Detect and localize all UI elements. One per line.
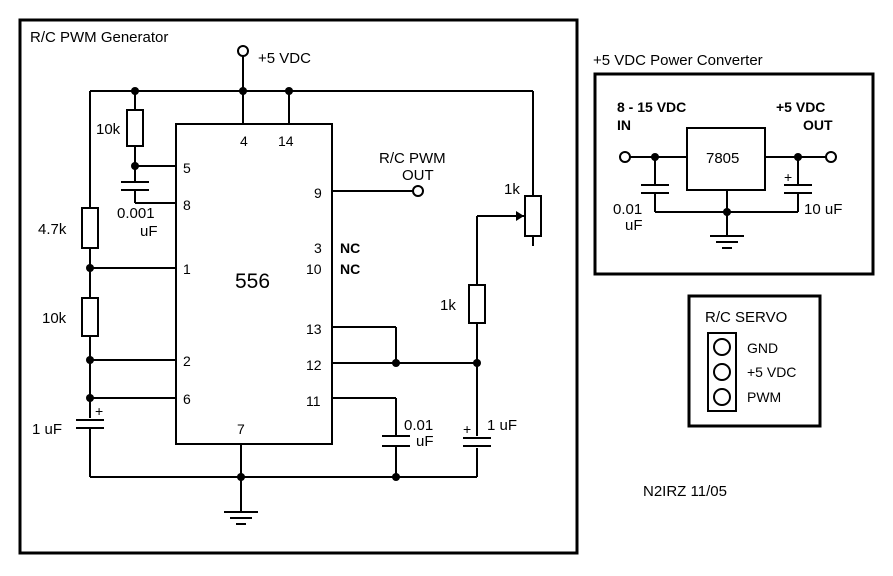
pin-8: 8 [183, 197, 191, 213]
capacitor-1uf-left-plus: + [95, 403, 103, 419]
potentiometer-1k [524, 195, 542, 237]
converter-out-label1: +5 VDC [776, 99, 825, 115]
resistor-10k-bottom [81, 297, 99, 337]
pin-7: 7 [237, 421, 245, 437]
capacitor-converter-out [784, 184, 812, 194]
output-label-line1: R/C PWM [379, 150, 446, 167]
servo-pin-gnd-label: GND [747, 340, 778, 356]
capacitor-0-001uf [121, 181, 149, 191]
nc-label-pin3: NC [340, 240, 360, 256]
converter-cap-out-label: 10 uF [804, 201, 842, 218]
pin-4: 4 [240, 133, 248, 149]
regulator-label: 7805 [706, 150, 739, 167]
capacitor-1uf-left [76, 419, 104, 448]
resistor-10k-top [126, 109, 144, 147]
capacitor-0-001uf-value: 0.001 [117, 205, 155, 222]
author-credit: N2IRZ 11/05 [643, 483, 727, 500]
capacitor-1uf-right-label: 1 uF [487, 417, 517, 434]
pin-1: 1 [183, 261, 191, 277]
converter-border [593, 72, 875, 276]
servo-pin-gnd [713, 338, 731, 356]
servo-connector-body [707, 332, 737, 412]
pwm-output-terminal [412, 185, 424, 197]
converter-cap-in-unit: uF [625, 217, 643, 234]
capacitor-0-01uf-value: 0.01 [404, 417, 433, 434]
resistor-10k-bottom-label: 10k [42, 310, 67, 327]
ground-symbol-generator [224, 511, 258, 525]
pin-13: 13 [306, 321, 322, 337]
ic-556-body [175, 123, 333, 445]
potentiometer-1k-label: 1k [504, 181, 520, 198]
converter-junction-ground [723, 208, 731, 216]
capacitor-0-01uf-unit: uF [416, 433, 434, 450]
pin-10: 10 [306, 261, 322, 277]
pin-14: 14 [278, 133, 294, 149]
converter-out-label2: OUT [803, 117, 833, 133]
servo-border [687, 294, 822, 428]
pin-11: 11 [306, 393, 321, 409]
resistor-10k-top-label: 10k [96, 121, 121, 138]
servo-pin-pwm [713, 388, 731, 406]
capacitor-0-001uf-unit: uF [140, 223, 158, 240]
ground-symbol-converter [710, 235, 744, 249]
converter-junction-in [651, 153, 659, 161]
potentiometer-wiper-arrow [516, 211, 524, 221]
pin-12: 12 [306, 357, 322, 373]
converter-junction-out [794, 153, 802, 161]
supply-terminal [237, 45, 249, 57]
ic-556-label: 556 [235, 270, 270, 293]
generator-wiring [89, 56, 534, 512]
servo-pin-5v [713, 363, 731, 381]
servo-connector-panel: R/C SERVO GND +5 VDC PWM [687, 294, 822, 428]
capacitor-1uf-left-label: 1 uF [32, 421, 62, 438]
converter-cap-in-value: 0.01 [613, 201, 642, 218]
converter-input-terminal [619, 151, 631, 163]
converter-output-terminal [825, 151, 837, 163]
pin-9: 9 [314, 185, 322, 201]
converter-in-label1: 8 - 15 VDC [617, 99, 686, 115]
resistor-4-7k-label: 4.7k [38, 221, 67, 238]
generator-title: R/C PWM Generator [30, 29, 168, 46]
junction-dots [86, 87, 481, 481]
regulator-7805 [686, 127, 766, 191]
resistor-4-7k [81, 207, 99, 249]
generator-border [18, 18, 579, 555]
servo-pin-pwm-label: PWM [747, 389, 781, 405]
pwm-generator-panel: R/C PWM Generator +5 VDC 556 4 14 5 8 9 … [18, 18, 579, 555]
pin-6: 6 [183, 391, 191, 407]
pin-2: 2 [183, 353, 191, 369]
converter-in-label2: IN [617, 117, 631, 133]
servo-title: R/C SERVO [705, 309, 787, 326]
supply-label: +5 VDC [258, 50, 311, 67]
converter-cap-out-plus: + [784, 169, 792, 185]
capacitor-1uf-right [463, 437, 491, 447]
converter-title: +5 VDC Power Converter [593, 52, 763, 69]
pin-5: 5 [183, 160, 191, 176]
pin-3: 3 [314, 240, 322, 256]
servo-pin-5v-label: +5 VDC [747, 364, 796, 380]
capacitor-0-01uf [382, 435, 410, 447]
power-converter-panel: 8 - 15 VDC IN +5 VDC OUT 7805 0.01 uF [593, 72, 875, 276]
resistor-1k [468, 284, 486, 324]
output-label-line2: OUT [402, 167, 434, 184]
capacitor-1uf-right-plus: + [463, 421, 471, 437]
nc-label-pin10: NC [340, 261, 360, 277]
capacitor-converter-in [641, 184, 669, 194]
resistor-1k-label: 1k [440, 297, 456, 314]
